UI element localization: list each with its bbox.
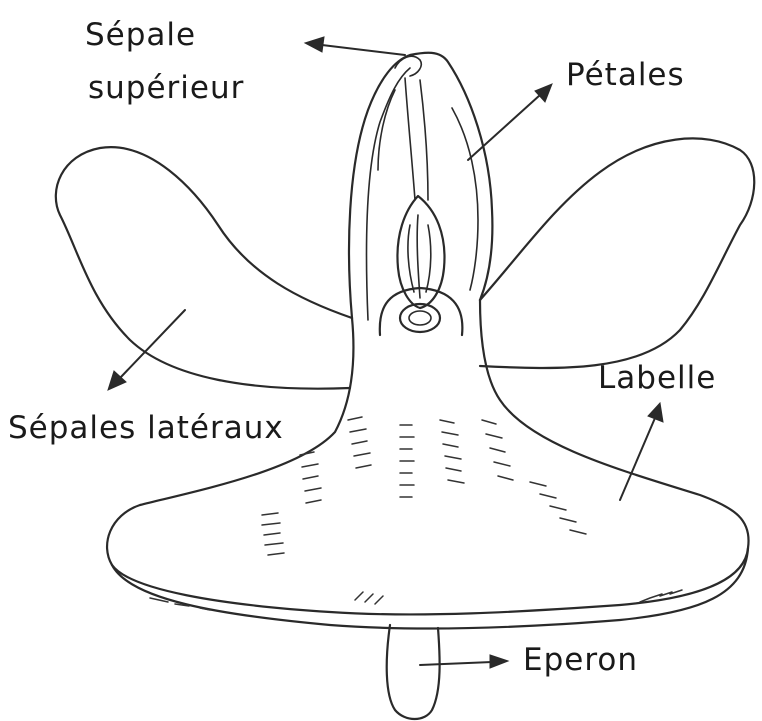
left-lateral-sepal <box>56 147 352 389</box>
column-stalk <box>405 78 428 200</box>
label-eperon: Eperon <box>523 642 638 678</box>
label-labelle: Labelle <box>598 360 716 396</box>
labellum-outline <box>107 300 749 614</box>
spur <box>387 625 440 719</box>
label-petales: Pétales <box>566 57 685 93</box>
sepal-tip <box>395 56 421 76</box>
petal-right-inner <box>452 108 478 290</box>
arrow-sepales-lateraux <box>108 310 185 390</box>
stigma-inner <box>409 311 431 325</box>
arrow-petales <box>468 84 552 160</box>
arrow-labelle <box>620 403 663 500</box>
labellum-lower-edge <box>112 548 748 629</box>
label-sepale-superieur-2: supérieur <box>88 70 244 106</box>
right-lateral-sepal <box>480 138 754 368</box>
arrow-sepale-superieur <box>305 37 405 55</box>
petal-left-inner <box>378 90 395 170</box>
arrow-eperon <box>420 655 508 668</box>
label-sepale-superieur-1: Sépale <box>85 17 196 53</box>
label-sepales-lateraux: Sépales latéraux <box>8 410 284 446</box>
anther-lines <box>408 215 431 298</box>
